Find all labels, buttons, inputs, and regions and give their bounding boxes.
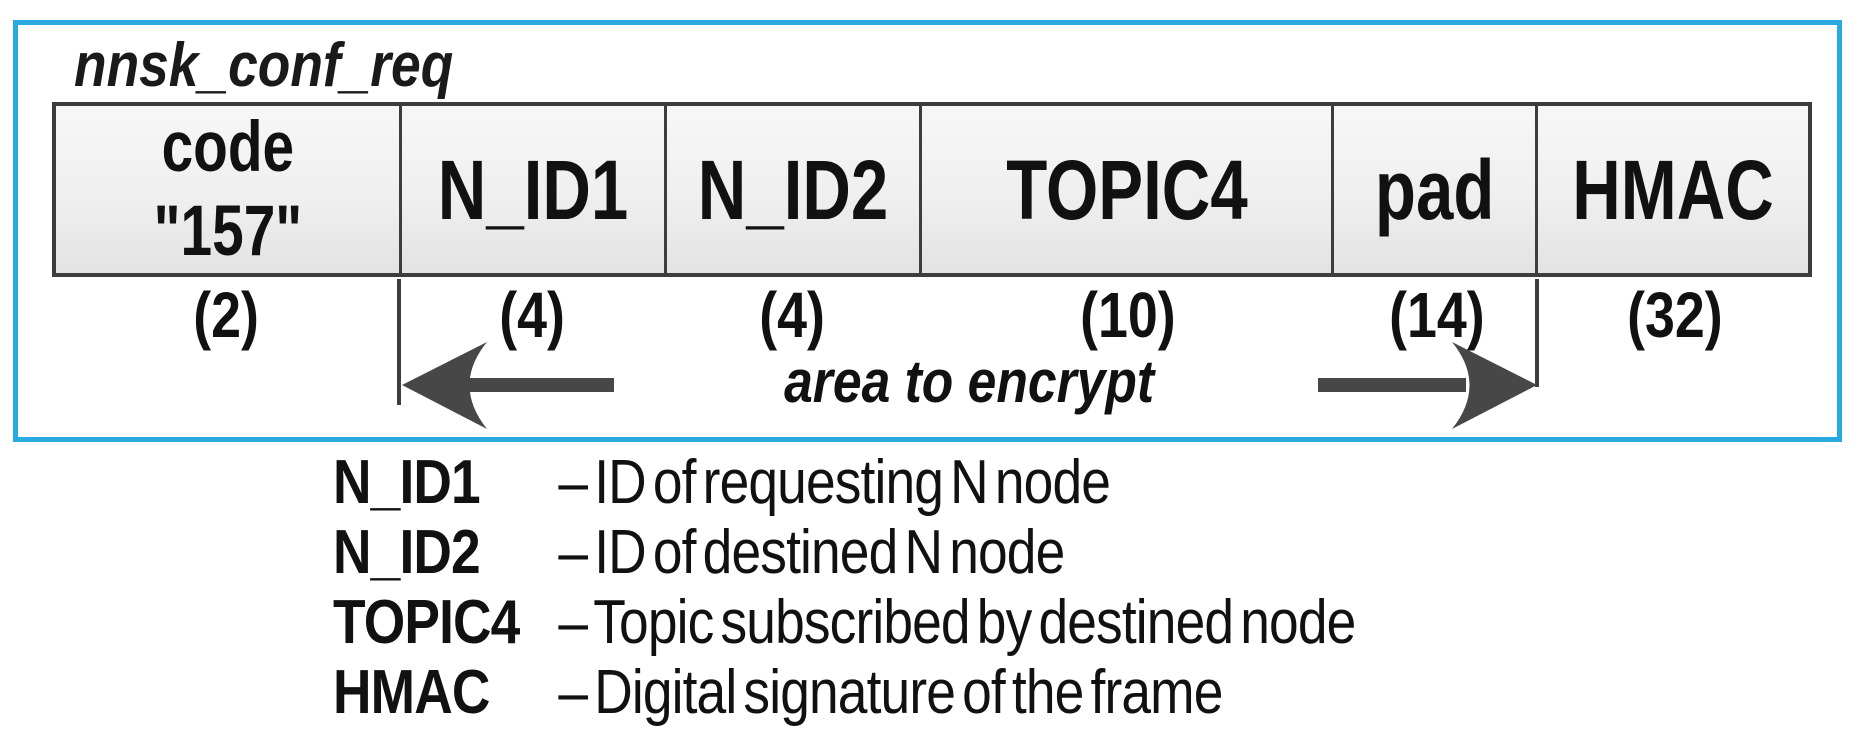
size-cell-hmac: (32) — [1538, 283, 1812, 347]
size-label-hmac: (32) — [1627, 279, 1723, 351]
frame-field-table: code "157" N_ID1 N_ID2 TOPIC4 pad HMAC — [52, 102, 1812, 277]
field-label-topic4: TOPIC4 — [1005, 142, 1248, 237]
encrypt-area-left-boundary-line — [397, 279, 401, 405]
size-cell-pad: (14) — [1335, 283, 1538, 347]
legend-desc-nid2: – ID of destined N node — [558, 518, 1065, 587]
field-sizes-row: (2) (4) (4) (10) (14) (32) — [52, 283, 1812, 347]
size-label-topic4: (10) — [1079, 279, 1176, 351]
size-label-pad: (14) — [1388, 279, 1485, 351]
legend-row-hmac: HMAC – Digital signature of the frame — [333, 658, 1355, 728]
legend-term-nid2: N_ID2 — [333, 518, 481, 587]
field-cell-nid1: N_ID1 — [402, 106, 667, 273]
field-value-code: "157" — [153, 191, 303, 271]
legend: N_ID1 – ID of requesting N node N_ID2 – … — [333, 448, 1356, 728]
size-cell-code: (2) — [52, 283, 400, 347]
size-label-nid2: (4) — [759, 279, 826, 351]
field-cell-nid2: N_ID2 — [667, 106, 922, 273]
encrypt-area-right-boundary-line — [1535, 279, 1539, 387]
frame-title: nnsk_conf_req — [74, 31, 454, 100]
legend-row-topic4: TOPIC4 – Topic subscribed by destined no… — [333, 588, 1356, 658]
field-cell-pad: pad — [1334, 106, 1538, 273]
field-label-nid1: N_ID1 — [437, 142, 629, 237]
legend-row-nid1: N_ID1 – ID of requesting N node — [333, 448, 1355, 518]
legend-row-nid2: N_ID2 – ID of destined N node — [333, 518, 1355, 588]
size-label-code: (2) — [193, 279, 259, 351]
size-cell-nid1: (4) — [400, 283, 665, 347]
legend-desc-topic4: – Topic subscribed by destined node — [558, 588, 1356, 657]
legend-term-topic4: TOPIC4 — [333, 588, 520, 657]
encrypt-area-label: area to encrypt — [784, 348, 1155, 415]
legend-term-hmac: HMAC — [333, 658, 490, 727]
field-cell-code: code "157" — [56, 106, 403, 273]
field-label-code: code — [161, 107, 295, 187]
field-label-hmac: HMAC — [1571, 142, 1774, 237]
field-label-pad: pad — [1374, 142, 1495, 237]
size-label-nid1: (4) — [499, 279, 566, 351]
field-cell-hmac: HMAC — [1538, 106, 1808, 273]
field-label-nid2: N_ID2 — [697, 142, 889, 237]
legend-desc-nid1: – ID of requesting N node — [558, 448, 1111, 517]
size-cell-nid2: (4) — [665, 283, 920, 347]
size-cell-topic4: (10) — [920, 283, 1335, 347]
legend-desc-hmac: – Digital signature of the frame — [558, 658, 1223, 727]
legend-term-nid1: N_ID1 — [333, 448, 481, 517]
field-cell-topic4: TOPIC4 — [922, 106, 1335, 273]
